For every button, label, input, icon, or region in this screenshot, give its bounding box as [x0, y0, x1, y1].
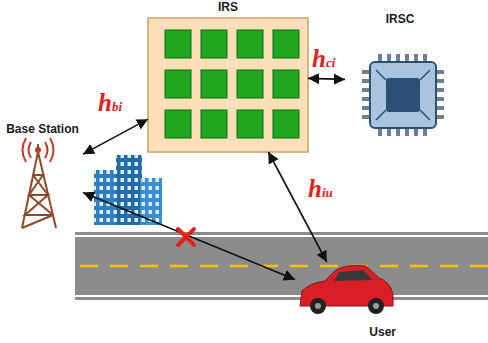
buildings	[94, 155, 162, 225]
signal-link	[308, 78, 345, 79]
irs-panel	[148, 18, 308, 152]
tower-icon	[22, 138, 56, 228]
node-label: IRSC	[386, 12, 415, 27]
node-label: Base Station	[6, 122, 79, 137]
user-node: User	[295, 262, 400, 340]
node-label: IRS	[218, 0, 238, 15]
road	[75, 232, 488, 300]
controller-node: IRSC	[345, 12, 455, 150]
signal-link	[268, 152, 326, 262]
signal-link	[83, 193, 295, 280]
car-icon	[300, 266, 393, 315]
base-station-node: Base Station	[2, 122, 83, 230]
signal-link	[83, 119, 148, 154]
channel-label: hci	[312, 46, 335, 76]
chip-icon	[366, 58, 440, 132]
irs-node: IRS	[148, 0, 308, 152]
channel-label: hbi	[98, 90, 122, 120]
node-label: User	[369, 325, 396, 340]
channel-label: hiu	[308, 176, 333, 206]
